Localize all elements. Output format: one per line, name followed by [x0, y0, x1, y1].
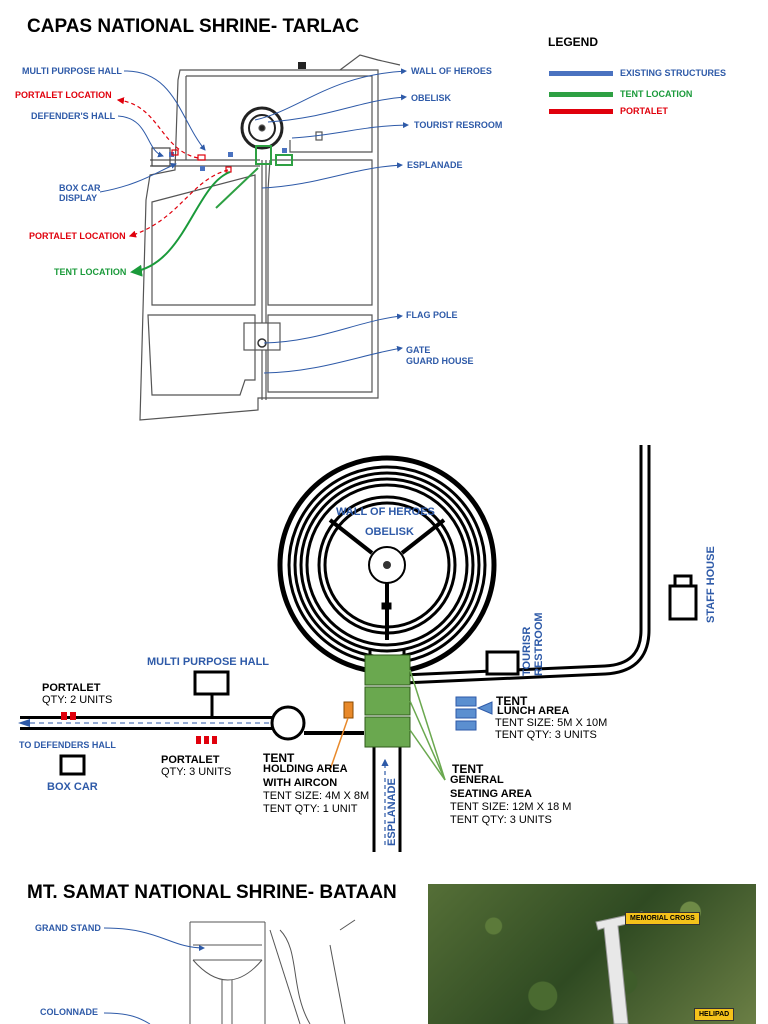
detail-obelisk: OBELISK	[365, 526, 414, 538]
label-colonnade: COLONNADE	[40, 1007, 98, 1017]
memorial-cross-icon	[595, 911, 645, 1024]
holding-area-tent	[343, 701, 354, 719]
legend-tent-label: TENT LOCATION	[620, 89, 693, 99]
tent-general-sub2: SEATING AREA	[450, 788, 532, 800]
legend-portalet-label: PORTALET	[620, 106, 668, 116]
arrow-left-icon	[18, 719, 30, 727]
detail-esplanade: ESPLANADE	[386, 778, 398, 846]
legend-swatch-portalet	[549, 109, 613, 114]
tent-general-title: TENT	[452, 762, 484, 776]
tent-general-qty: TENT QTY: 3 UNITS	[450, 814, 552, 826]
label-obelisk: OBELISK	[411, 93, 452, 103]
label-wall-of-heroes: WALL OF HEROES	[411, 66, 492, 76]
tent-general-size: TENT SIZE: 12M X 18 M	[450, 801, 572, 813]
label-portalet-location-1: PORTALET LOCATION	[15, 90, 112, 100]
legend-swatch-existing	[549, 71, 613, 76]
portalet-1-title: PORTALET	[42, 682, 101, 694]
label-flag-pole: FLAG POLE	[406, 310, 458, 320]
tent-holding-qty: TENT QTY: 1 UNIT	[263, 803, 358, 815]
legend-existing-label: EXISTING STRUCTURES	[620, 68, 727, 78]
tent-lunch-qty: TENT QTY: 3 UNITS	[495, 729, 597, 741]
label-box-car-display: BOX CAR DISPLAY	[59, 183, 101, 203]
page-title-capas: CAPAS NATIONAL SHRINE- TARLAC	[27, 16, 360, 37]
portalet-2-qty: QTY: 3 UNITS	[161, 766, 232, 778]
page-title-mt-samat: MT. SAMAT NATIONAL SHRINE- BATAAN	[27, 882, 397, 903]
mt-samat-sketch	[189, 919, 356, 1024]
detail-multi-purpose-hall: MULTI PURPOSE HALL	[147, 656, 270, 668]
tent-lunch-title: TENT	[496, 694, 528, 708]
aerial-photo: MEMORIAL CROSS HELIPAD	[428, 884, 756, 1024]
label-tent-location: TENT LOCATION	[54, 267, 127, 277]
tent-holding-size: TENT SIZE: 4M X 8M	[263, 790, 370, 802]
label-gate-guard-house: GATE GUARD HOUSE	[406, 345, 474, 366]
detail-wall-of-heroes: WALL OF HEROES	[336, 506, 435, 518]
portalet-2-title: PORTALET	[161, 754, 220, 766]
tent-holding-sub2: WITH AIRCON	[263, 777, 338, 789]
obelisk-icon	[383, 561, 391, 569]
to-defenders-hall: TO DEFENDERS HALL	[19, 740, 116, 750]
general-seating-tents	[364, 654, 411, 748]
lunch-area-tents	[455, 696, 493, 731]
tent-holding-sub1: HOLDING AREA	[263, 763, 348, 775]
label-grand-stand: GRAND STAND	[35, 923, 101, 933]
portalet-icons	[61, 712, 217, 744]
label-esplanade: ESPLANADE	[407, 160, 463, 170]
label-portalet-location-2: PORTALET LOCATION	[29, 231, 126, 241]
legend-swatch-tent	[549, 92, 613, 97]
detail-box-car: BOX CAR	[47, 781, 98, 793]
tent-holding-title: TENT	[263, 751, 295, 765]
tent-lunch-size: TENT SIZE: 5M X 10M	[495, 717, 608, 729]
tag-helipad: HELIPAD	[694, 1008, 735, 1021]
tent-lunch-sub: LUNCH AREA	[497, 705, 570, 717]
tag-memorial-cross: MEMORIAL CROSS	[625, 912, 700, 925]
label-multi-purpose-hall: MULTI PURPOSE HALL	[22, 66, 122, 76]
tent-locations	[215, 145, 293, 209]
tent-general-sub1: GENERAL	[450, 774, 504, 786]
legend-title: LEGEND	[548, 35, 599, 49]
detail-staff-house: STAFF HOUSE	[705, 546, 717, 623]
label-defenders-hall: DEFENDER'S HALL	[31, 111, 116, 121]
detail-tourist-restroom: TOURISR RESTROOM	[521, 612, 545, 676]
label-tourist-restroom: TOURIST RESROOM	[414, 120, 503, 130]
portalet-1-qty: QTY: 2 UNITS	[42, 694, 113, 706]
